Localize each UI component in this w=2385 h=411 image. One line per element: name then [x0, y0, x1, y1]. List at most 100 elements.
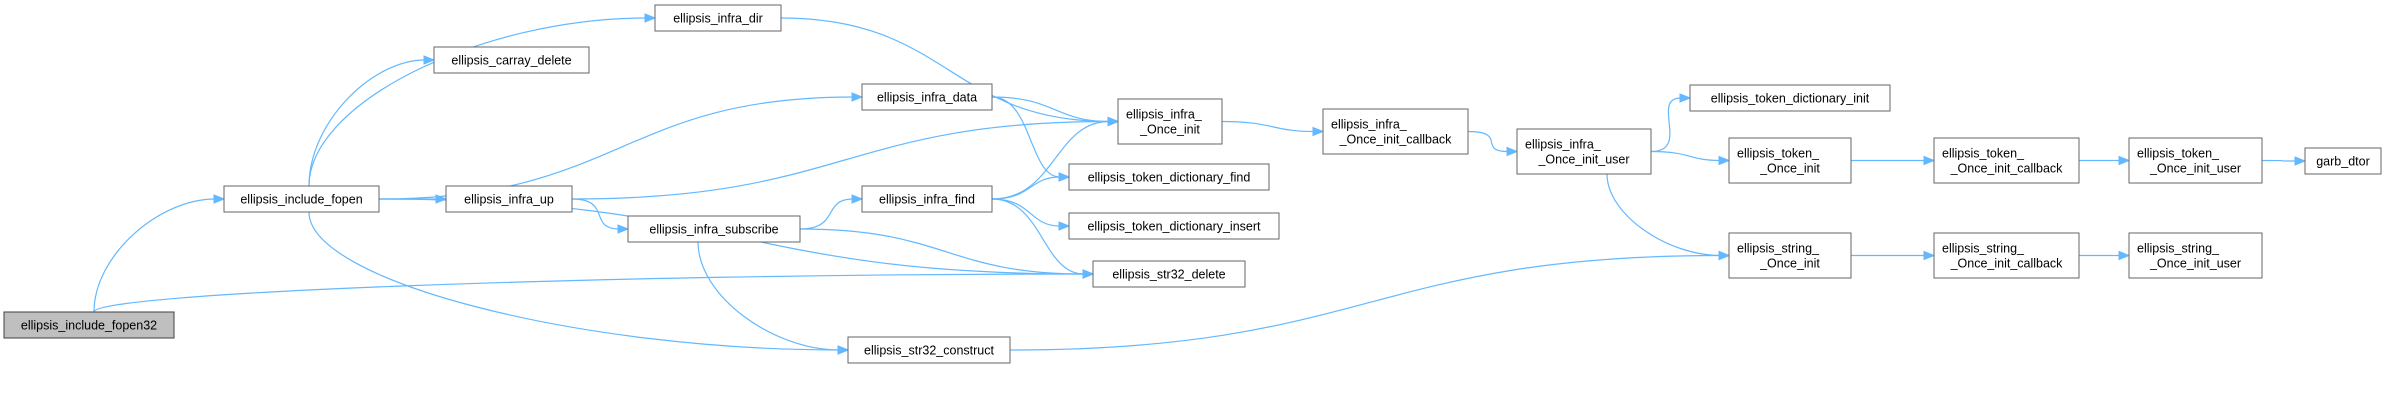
node-string-once-cb[interactable]: ellipsis_string__Once_init_callback: [1933, 232, 2080, 279]
edge-infra_find-to-infra_once_init: [991, 116, 1120, 200]
node-str32-delete[interactable]: ellipsis_str32_delete: [1092, 260, 1246, 288]
node-box: [627, 215, 801, 243]
node-infra-once-init[interactable]: ellipsis_infra__Once_init: [1117, 98, 1223, 145]
node-label: ellipsis_infra_: [1331, 118, 1408, 132]
node-box: [2128, 232, 2263, 279]
arrowhead: [1506, 146, 1519, 157]
edge-infra_once_user-to-token_once_init: [1650, 150, 1731, 166]
edge-infra_find-to-str32_delete: [991, 198, 1095, 279]
node-label: ellipsis_token_: [2137, 147, 2220, 161]
node-label: garb_dtor: [2316, 155, 2370, 169]
edge-infra_find-to-tok_dict_find: [991, 172, 1071, 200]
node-label: _Once_init_callback: [1950, 162, 2064, 176]
arrowhead: [423, 55, 436, 65]
node-box: [861, 185, 993, 213]
arrowhead: [1082, 269, 1095, 279]
node-label: ellipsis_token_: [1942, 147, 2025, 161]
node-label: ellipsis_infra_find: [879, 193, 975, 207]
arrowhead: [213, 194, 226, 204]
node-infra-once-cb[interactable]: ellipsis_infra__Once_init_callback: [1322, 108, 1469, 155]
node-fopen32[interactable]: ellipsis_include_fopen32: [3, 311, 175, 339]
node-label: _Once_init_callback: [1339, 133, 1453, 147]
edge-infra_once_user-to-string_once_init: [1606, 173, 1731, 261]
edge-infra_up-to-infra_subscribe: [571, 198, 630, 234]
edge-infra_once_cb-to-infra_once_user: [1467, 130, 1519, 157]
node-string-once-init[interactable]: ellipsis_string__Once_init: [1728, 232, 1852, 279]
arrowhead: [1058, 221, 1071, 231]
node-fopen[interactable]: ellipsis_include_fopen: [223, 185, 380, 213]
node-box: [2304, 147, 2382, 175]
edge-infra_up-to-infra_once_init: [571, 116, 1120, 200]
edge-token_once_user-to-garb_dtor: [2261, 156, 2307, 166]
arrowhead: [617, 224, 630, 234]
node-label: ellipsis_infra_dir: [673, 12, 763, 26]
arrowhead: [1923, 155, 1936, 166]
node-label: ellipsis_token_dictionary_insert: [1087, 220, 1261, 234]
node-label: ellipsis_include_fopen: [240, 193, 362, 207]
arrowhead: [1107, 116, 1120, 127]
node-carray-delete[interactable]: ellipsis_carray_delete: [433, 46, 590, 74]
node-infra-once-user[interactable]: ellipsis_infra__Once_init_user: [1516, 128, 1652, 175]
node-label: _Once_init_callback: [1950, 257, 2064, 271]
arrowhead: [1312, 126, 1325, 137]
edge-infra_once_init-to-infra_once_cb: [1221, 120, 1325, 137]
arrowhead: [1679, 93, 1692, 103]
arrowhead: [837, 345, 850, 355]
edge-infra_find-to-tok_dict_insert: [991, 198, 1071, 231]
arrowhead: [851, 92, 864, 102]
edge-fopen-to-carray_delete: [308, 55, 436, 187]
node-label: ellipsis_infra_data: [877, 91, 977, 105]
arrowhead: [1718, 155, 1731, 166]
node-box: [1728, 232, 1852, 279]
node-box: [1689, 84, 1891, 112]
node-string-once-user[interactable]: ellipsis_string__Once_init_user: [2128, 232, 2263, 279]
node-garb-dtor[interactable]: garb_dtor: [2304, 147, 2382, 175]
node-str32-construct[interactable]: ellipsis_str32_construct: [847, 336, 1011, 364]
node-label: _Once_init_user: [2149, 257, 2241, 271]
node-box: [1933, 137, 2080, 184]
node-label: ellipsis_token_dictionary_find: [1088, 171, 1251, 185]
node-label: ellipsis_str32_construct: [864, 344, 994, 358]
node-token-once-init[interactable]: ellipsis_token__Once_init: [1728, 137, 1852, 184]
node-infra-find[interactable]: ellipsis_infra_find: [861, 185, 993, 213]
node-label: ellipsis_str32_delete: [1112, 268, 1225, 282]
node-label: ellipsis_carray_delete: [451, 54, 571, 68]
edge-fopen32-to-fopen: [93, 194, 226, 313]
node-tok-dict-init[interactable]: ellipsis_token_dictionary_init: [1689, 84, 1891, 112]
node-label: ellipsis_token_dictionary_init: [1711, 92, 1870, 106]
node-infra-subscribe[interactable]: ellipsis_infra_subscribe: [627, 215, 801, 243]
node-label: _Once_init: [1139, 123, 1200, 137]
node-label: ellipsis_infra_subscribe: [649, 223, 778, 237]
edge-infra_subscribe-to-str32_construct: [697, 241, 850, 355]
node-label: ellipsis_string_: [1942, 242, 2025, 256]
edge-token_once_cb-to-token_once_user: [2079, 155, 2131, 166]
node-infra-dir[interactable]: ellipsis_infra_dir: [654, 4, 782, 32]
arrowhead: [435, 194, 448, 204]
node-box: [445, 185, 573, 213]
node-box: [847, 336, 1011, 364]
node-infra-up[interactable]: ellipsis_infra_up: [445, 185, 573, 213]
node-tok-dict-find[interactable]: ellipsis_token_dictionary_find: [1068, 163, 1270, 191]
node-box: [1933, 232, 2080, 279]
node-label: _Once_init_user: [2149, 162, 2241, 176]
node-box: [433, 46, 590, 74]
edge-fopen-to-infra_data: [378, 92, 864, 200]
arrowhead: [1923, 250, 1936, 261]
edge-infra_subscribe-to-infra_find: [799, 194, 864, 230]
node-label: ellipsis_infra_: [1126, 108, 1203, 122]
arrowhead: [644, 13, 657, 23]
node-tok-dict-insert[interactable]: ellipsis_token_dictionary_insert: [1068, 212, 1280, 240]
edge-infra_subscribe-to-str32_delete: [799, 228, 1095, 279]
node-token-once-user[interactable]: ellipsis_token__Once_init_user: [2128, 137, 2263, 184]
node-box: [1068, 163, 1270, 191]
node-box: [1068, 212, 1280, 240]
node-token-once-cb[interactable]: ellipsis_token__Once_init_callback: [1933, 137, 2080, 184]
arrowhead: [2118, 250, 2131, 261]
node-infra-data[interactable]: ellipsis_infra_data: [861, 83, 993, 111]
node-box: [1117, 98, 1223, 145]
node-label: ellipsis_string_: [2137, 242, 2220, 256]
arrowhead: [1718, 250, 1731, 261]
node-box: [861, 83, 993, 111]
node-label: ellipsis_include_fopen32: [21, 319, 157, 333]
node-box: [223, 185, 380, 213]
